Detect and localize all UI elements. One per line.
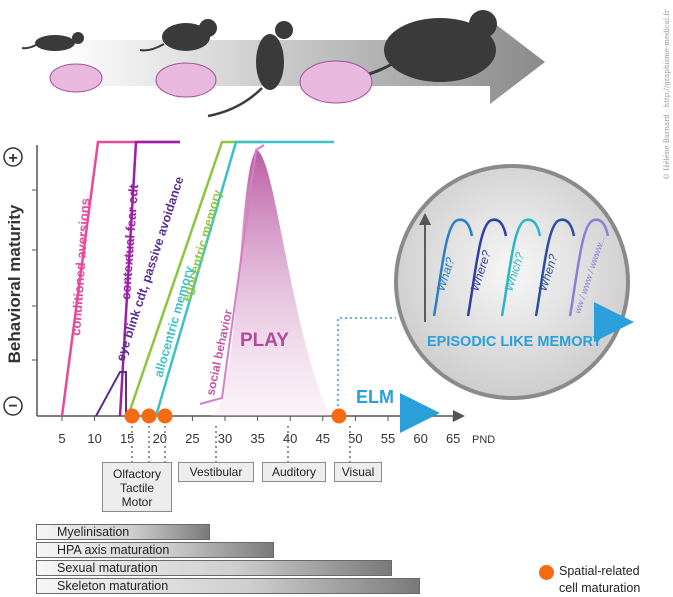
credit: © Héléne Barnard · http://graphisme-medi… bbox=[657, 6, 671, 186]
sense-olfactory-tactile-motor: Olfactory Tactile Motor bbox=[102, 462, 172, 512]
elm-connector bbox=[337, 317, 396, 406]
bar-myelinisation: Myelinisation bbox=[36, 524, 210, 540]
play-label: PLAY bbox=[240, 330, 289, 351]
hippocampus-icon bbox=[49, 63, 103, 93]
minus-icon: − bbox=[8, 398, 17, 415]
legend-orange-dot bbox=[539, 565, 554, 580]
spatial-maturation-dot bbox=[124, 408, 140, 424]
hippocampus-icon bbox=[299, 60, 373, 104]
episodic-title: EPISODIC LIKE MEMORY bbox=[427, 334, 602, 350]
curve-allocentric-memory bbox=[154, 140, 334, 417]
rat-adolescent-icon bbox=[207, 21, 293, 118]
x-tick-label: 35 bbox=[250, 431, 264, 446]
elm-label: ELM bbox=[356, 387, 394, 407]
bar-hpa-axis: HPA axis maturation bbox=[36, 542, 274, 558]
spatial-maturation-dot bbox=[141, 408, 157, 424]
spatial-maturation-dot bbox=[331, 408, 347, 424]
x-tick-label: 10 bbox=[87, 431, 101, 446]
x-tick-label: 30 bbox=[218, 431, 232, 446]
episodic-curve bbox=[432, 218, 474, 317]
minus-icon-frame bbox=[3, 396, 23, 416]
x-axis-ticks: 5 10 15 20 25 30 35 40 45 50 55 60 65 bbox=[58, 416, 460, 446]
curve-contextual-fear bbox=[118, 140, 180, 417]
x-tick-label: 20 bbox=[153, 431, 167, 446]
plus-icon: + bbox=[8, 150, 17, 167]
x-tick-label: 55 bbox=[381, 431, 395, 446]
curve-eye-blink bbox=[95, 371, 127, 417]
sense-visual: Visual bbox=[334, 462, 382, 482]
rat-pup-icon bbox=[21, 32, 84, 51]
x-tick-label: 40 bbox=[283, 431, 297, 446]
bar-sexual-maturation: Sexual maturation bbox=[36, 560, 392, 576]
rat-adult-icon bbox=[329, 10, 497, 82]
legend-label: Spatial-related cell maturation bbox=[559, 564, 641, 595]
x-tick-label: 25 bbox=[185, 431, 199, 446]
hippocampus-icon bbox=[155, 62, 217, 98]
x-tick-label: 45 bbox=[316, 431, 330, 446]
x-tick-label: 65 bbox=[446, 431, 460, 446]
episodic-curve bbox=[466, 218, 508, 317]
curve-social-behavior bbox=[199, 144, 265, 405]
bar-skeleton-maturation: Skeleton maturation bbox=[36, 578, 420, 594]
curve-label-conditioned-aversions: conditioned aversions bbox=[68, 198, 93, 337]
x-tick-label: 15 bbox=[120, 431, 134, 446]
episodic-curve bbox=[568, 218, 610, 317]
credit-text: © Héléne Barnard · http://graphisme-medi… bbox=[663, 9, 671, 180]
rat-juvenile-icon bbox=[139, 19, 217, 52]
sense-vestibular: Vestibular bbox=[178, 462, 254, 482]
plus-icon-frame bbox=[3, 147, 23, 167]
sense-connectors bbox=[131, 426, 351, 462]
episodic-curve bbox=[534, 218, 576, 317]
y-axis-ticks bbox=[32, 189, 37, 361]
sense-auditory: Auditory bbox=[262, 462, 326, 482]
play-area bbox=[210, 150, 330, 416]
x-tick-label: 50 bbox=[348, 431, 362, 446]
episodic-curve bbox=[500, 218, 542, 317]
x-unit-label: PND bbox=[472, 434, 495, 446]
x-tick-label: 60 bbox=[413, 431, 427, 446]
y-axis-title: Behavioral maturity bbox=[5, 204, 24, 363]
spatial-maturation-dot bbox=[157, 408, 173, 424]
x-tick-label: 5 bbox=[58, 431, 65, 446]
